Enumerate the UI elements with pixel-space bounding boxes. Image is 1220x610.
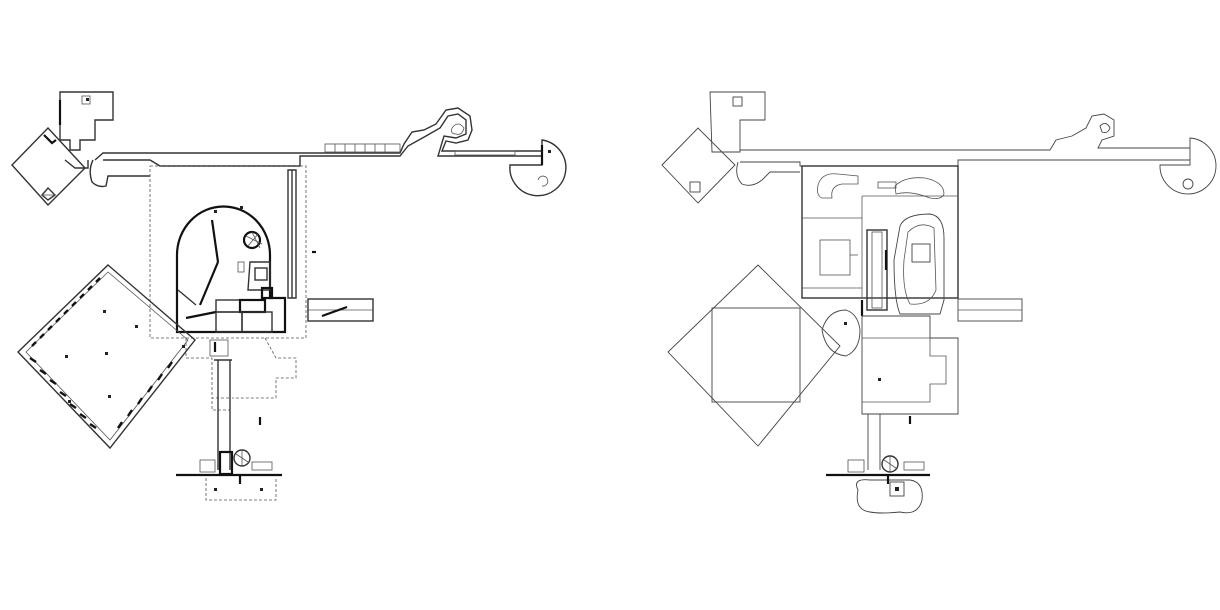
roof-main-block	[801, 165, 1023, 322]
roof-plan	[661, 91, 1217, 514]
south-gatehouse	[176, 449, 282, 501]
northeast-round-pavilion	[509, 139, 567, 197]
rotated-hatched-court	[17, 264, 196, 450]
ground-floor-plan	[11, 91, 567, 501]
roof-south-gatehouse	[826, 414, 930, 514]
roof-northeast-round-pavilion	[1159, 137, 1217, 195]
roof-lower-block	[821, 309, 959, 424]
northwest-pavilion	[11, 91, 114, 207]
main-building	[175, 205, 287, 334]
east-wing	[307, 250, 374, 322]
roof-north-corridor	[736, 113, 1190, 186]
roof-rotated-court	[667, 264, 841, 447]
north-corridor	[89, 107, 542, 188]
main-enclosure	[149, 165, 307, 339]
roof-northwest-pavilion	[661, 91, 766, 204]
